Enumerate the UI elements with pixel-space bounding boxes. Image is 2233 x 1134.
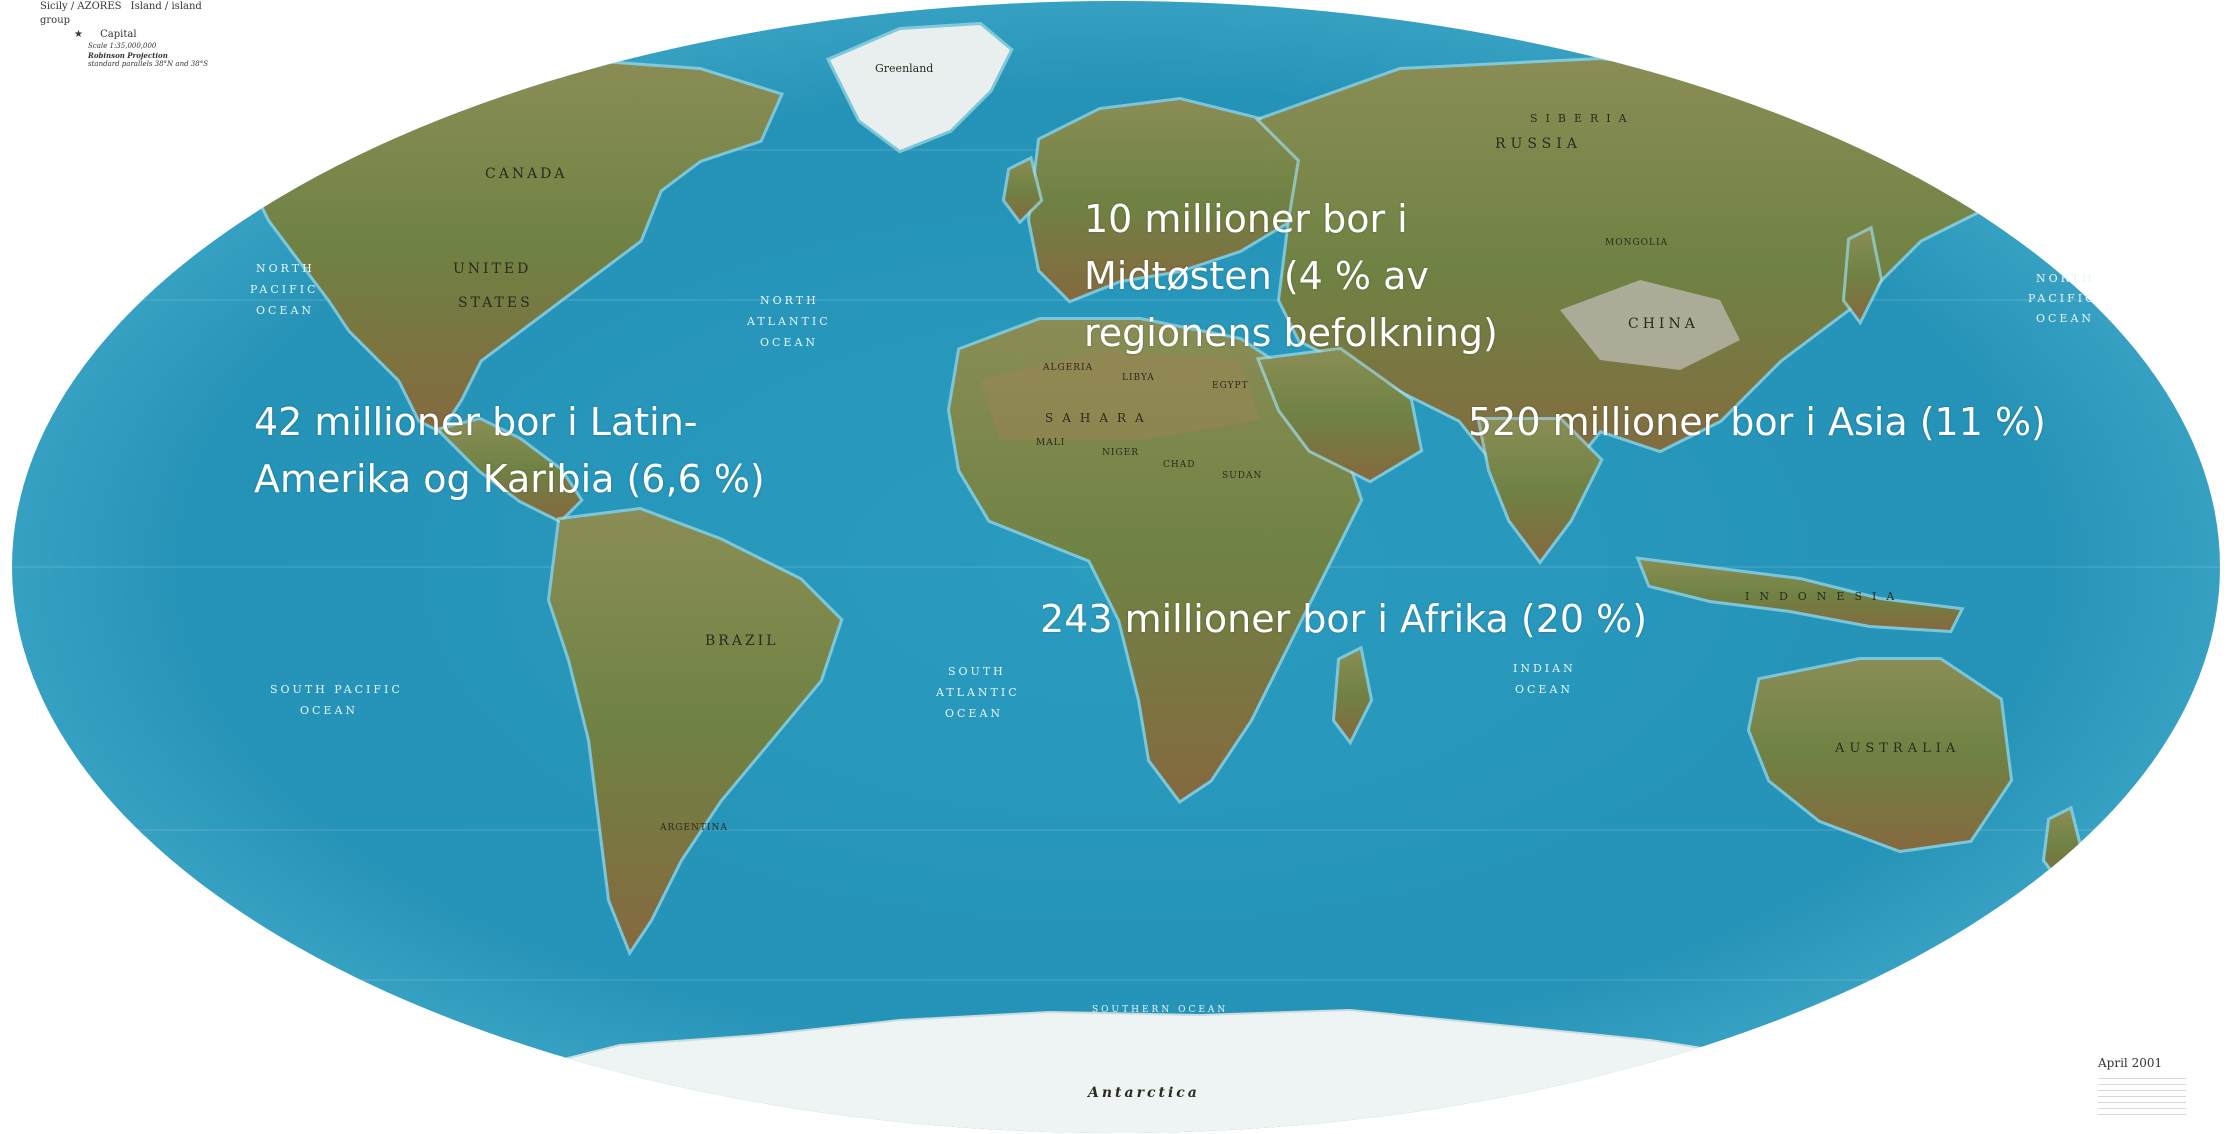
ocean-north-pacific-w-3: OCEAN (256, 304, 314, 317)
north-america-shape (246, 56, 785, 434)
arabia-shape (1255, 346, 1424, 484)
legend-island-label: Island / island group (40, 1, 202, 26)
japan-shape (1841, 225, 1884, 326)
callout-middle-east: 10 millioner bor i Midtøsten (4 % av reg… (1084, 191, 1498, 362)
callout-latin-america-line-1: 42 millioner bor i Latin- (254, 400, 698, 444)
label-china: CHINA (1628, 316, 1699, 332)
india-shape (1476, 417, 1604, 565)
legend-capital-label: Capital (100, 29, 137, 40)
label-states: STATES (458, 295, 533, 311)
label-chad: CHAD (1163, 460, 1195, 470)
south-america-shape (546, 506, 844, 957)
ocean-north-atlantic-3: OCEAN (760, 336, 818, 349)
indonesia-shape (1635, 556, 1965, 634)
callout-africa: 243 millioner bor i Afrika (20 %) (1040, 591, 1647, 648)
label-russia: RUSSIA (1495, 136, 1582, 152)
sahara-shape (980, 350, 1260, 440)
label-sudan: SUDAN (1222, 471, 1262, 481)
legend-island-row: Sicily / AZORES Island / island group (40, 0, 230, 28)
label-siberia: SIBERIA (1530, 112, 1635, 125)
label-niger: NIGER (1102, 448, 1139, 458)
ocean-north-pacific-e-2: PACIFIC (2028, 292, 2097, 305)
label-algeria: ALGERIA (1042, 363, 1093, 373)
ocean-north-pacific-e-1: NORTH (2036, 272, 2095, 285)
label-egypt: EGYPT (1212, 381, 1249, 391)
label-mongolia: MONGOLIA (1605, 238, 1668, 248)
ocean-indian-2: OCEAN (1515, 683, 1573, 696)
legend-parallels: standard parallels 38°N and 38°S (88, 60, 208, 68)
legend-projection: Robinson Projection (88, 51, 168, 60)
capital-star-icon: ★ (74, 29, 83, 40)
label-united: UNITED (453, 261, 531, 277)
legend-capital-row: ★ Capital (40, 28, 230, 42)
label-antarctica: Antarctica (1086, 1085, 1200, 1101)
label-greenland: Greenland (875, 62, 933, 75)
callout-latin-america-line-2: Amerika og Karibia (6,6 %) (254, 457, 765, 501)
label-mali: MALI (1036, 438, 1065, 448)
madagascar-shape (1331, 645, 1374, 746)
ocean-indian-1: INDIAN (1513, 662, 1576, 675)
date-stamp: April 2001 (2098, 1056, 2163, 1070)
callout-middle-east-line-3: regionens befolkning) (1084, 311, 1498, 355)
ocean-north-atlantic-1: NORTH (760, 294, 819, 307)
ocean-labels: NORTH PACIFIC OCEAN NORTH PACIFIC OCEAN … (250, 262, 2097, 1015)
callout-middle-east-line-1: 10 millioner bor i (1084, 197, 1408, 241)
map-date-block: April 2001 (2098, 1056, 2218, 1118)
ocean-south-atlantic-1: SOUTH (948, 665, 1006, 678)
greenland-shape (825, 21, 1014, 154)
label-sahara: SAHARA (1045, 411, 1153, 425)
callout-middle-east-line-2: Midtøsten (4 % av (1084, 254, 1429, 298)
ocean-south-atlantic-3: OCEAN (945, 707, 1003, 720)
legend-island-key: Sicily / AZORES (40, 1, 122, 12)
place-labels: CANADA UNITED STATES Greenland SIBERIA R… (453, 62, 1960, 1101)
label-libya: LIBYA (1122, 373, 1155, 383)
ocean-north-pacific-w-2: PACIFIC (250, 283, 319, 296)
callout-latin-america: 42 millioner bor i Latin- Amerika og Kar… (254, 394, 765, 508)
ocean-southern: SOUTHERN OCEAN (1092, 1005, 1228, 1015)
central-america-shape (434, 416, 584, 524)
legend-scale: Scale 1:35,000,000 (88, 42, 157, 50)
label-australia: AUSTRALIA (1834, 741, 1960, 756)
ocean-south-pacific-1: SOUTH PACIFIC (270, 683, 403, 696)
europe-shape (1026, 96, 1304, 304)
ocean-north-pacific-e-3: OCEAN (2036, 312, 2094, 325)
ocean-south-pacific-2: OCEAN (300, 704, 358, 717)
fine-print-note (2098, 1078, 2186, 1118)
ocean-north-atlantic-2: ATLANTIC (746, 315, 831, 328)
label-argentina: ARGENTINA (659, 823, 728, 833)
label-canada: CANADA (485, 166, 568, 182)
ocean-north-pacific-w-1: NORTH (256, 262, 315, 275)
callout-africa-line-1: 243 millioner bor i Afrika (20 %) (1040, 597, 1648, 641)
ocean-south-atlantic-2: ATLANTIC (935, 686, 1020, 699)
callout-asia: 520 millioner bor i Asia (11 %) (1468, 394, 2046, 451)
australia-shape (1746, 657, 2014, 854)
new-zealand-shape (2041, 805, 2084, 886)
himalaya-shape (1560, 280, 1740, 370)
map-legend: Sicily / AZORES Island / island group ★ … (40, 0, 230, 70)
callout-asia-line-1: 520 millioner bor i Asia (11 %) (1468, 400, 2046, 444)
label-indonesia: INDONESIA (1745, 590, 1904, 603)
label-brazil: BRAZIL (705, 633, 779, 649)
uk-shape (1001, 155, 1044, 225)
